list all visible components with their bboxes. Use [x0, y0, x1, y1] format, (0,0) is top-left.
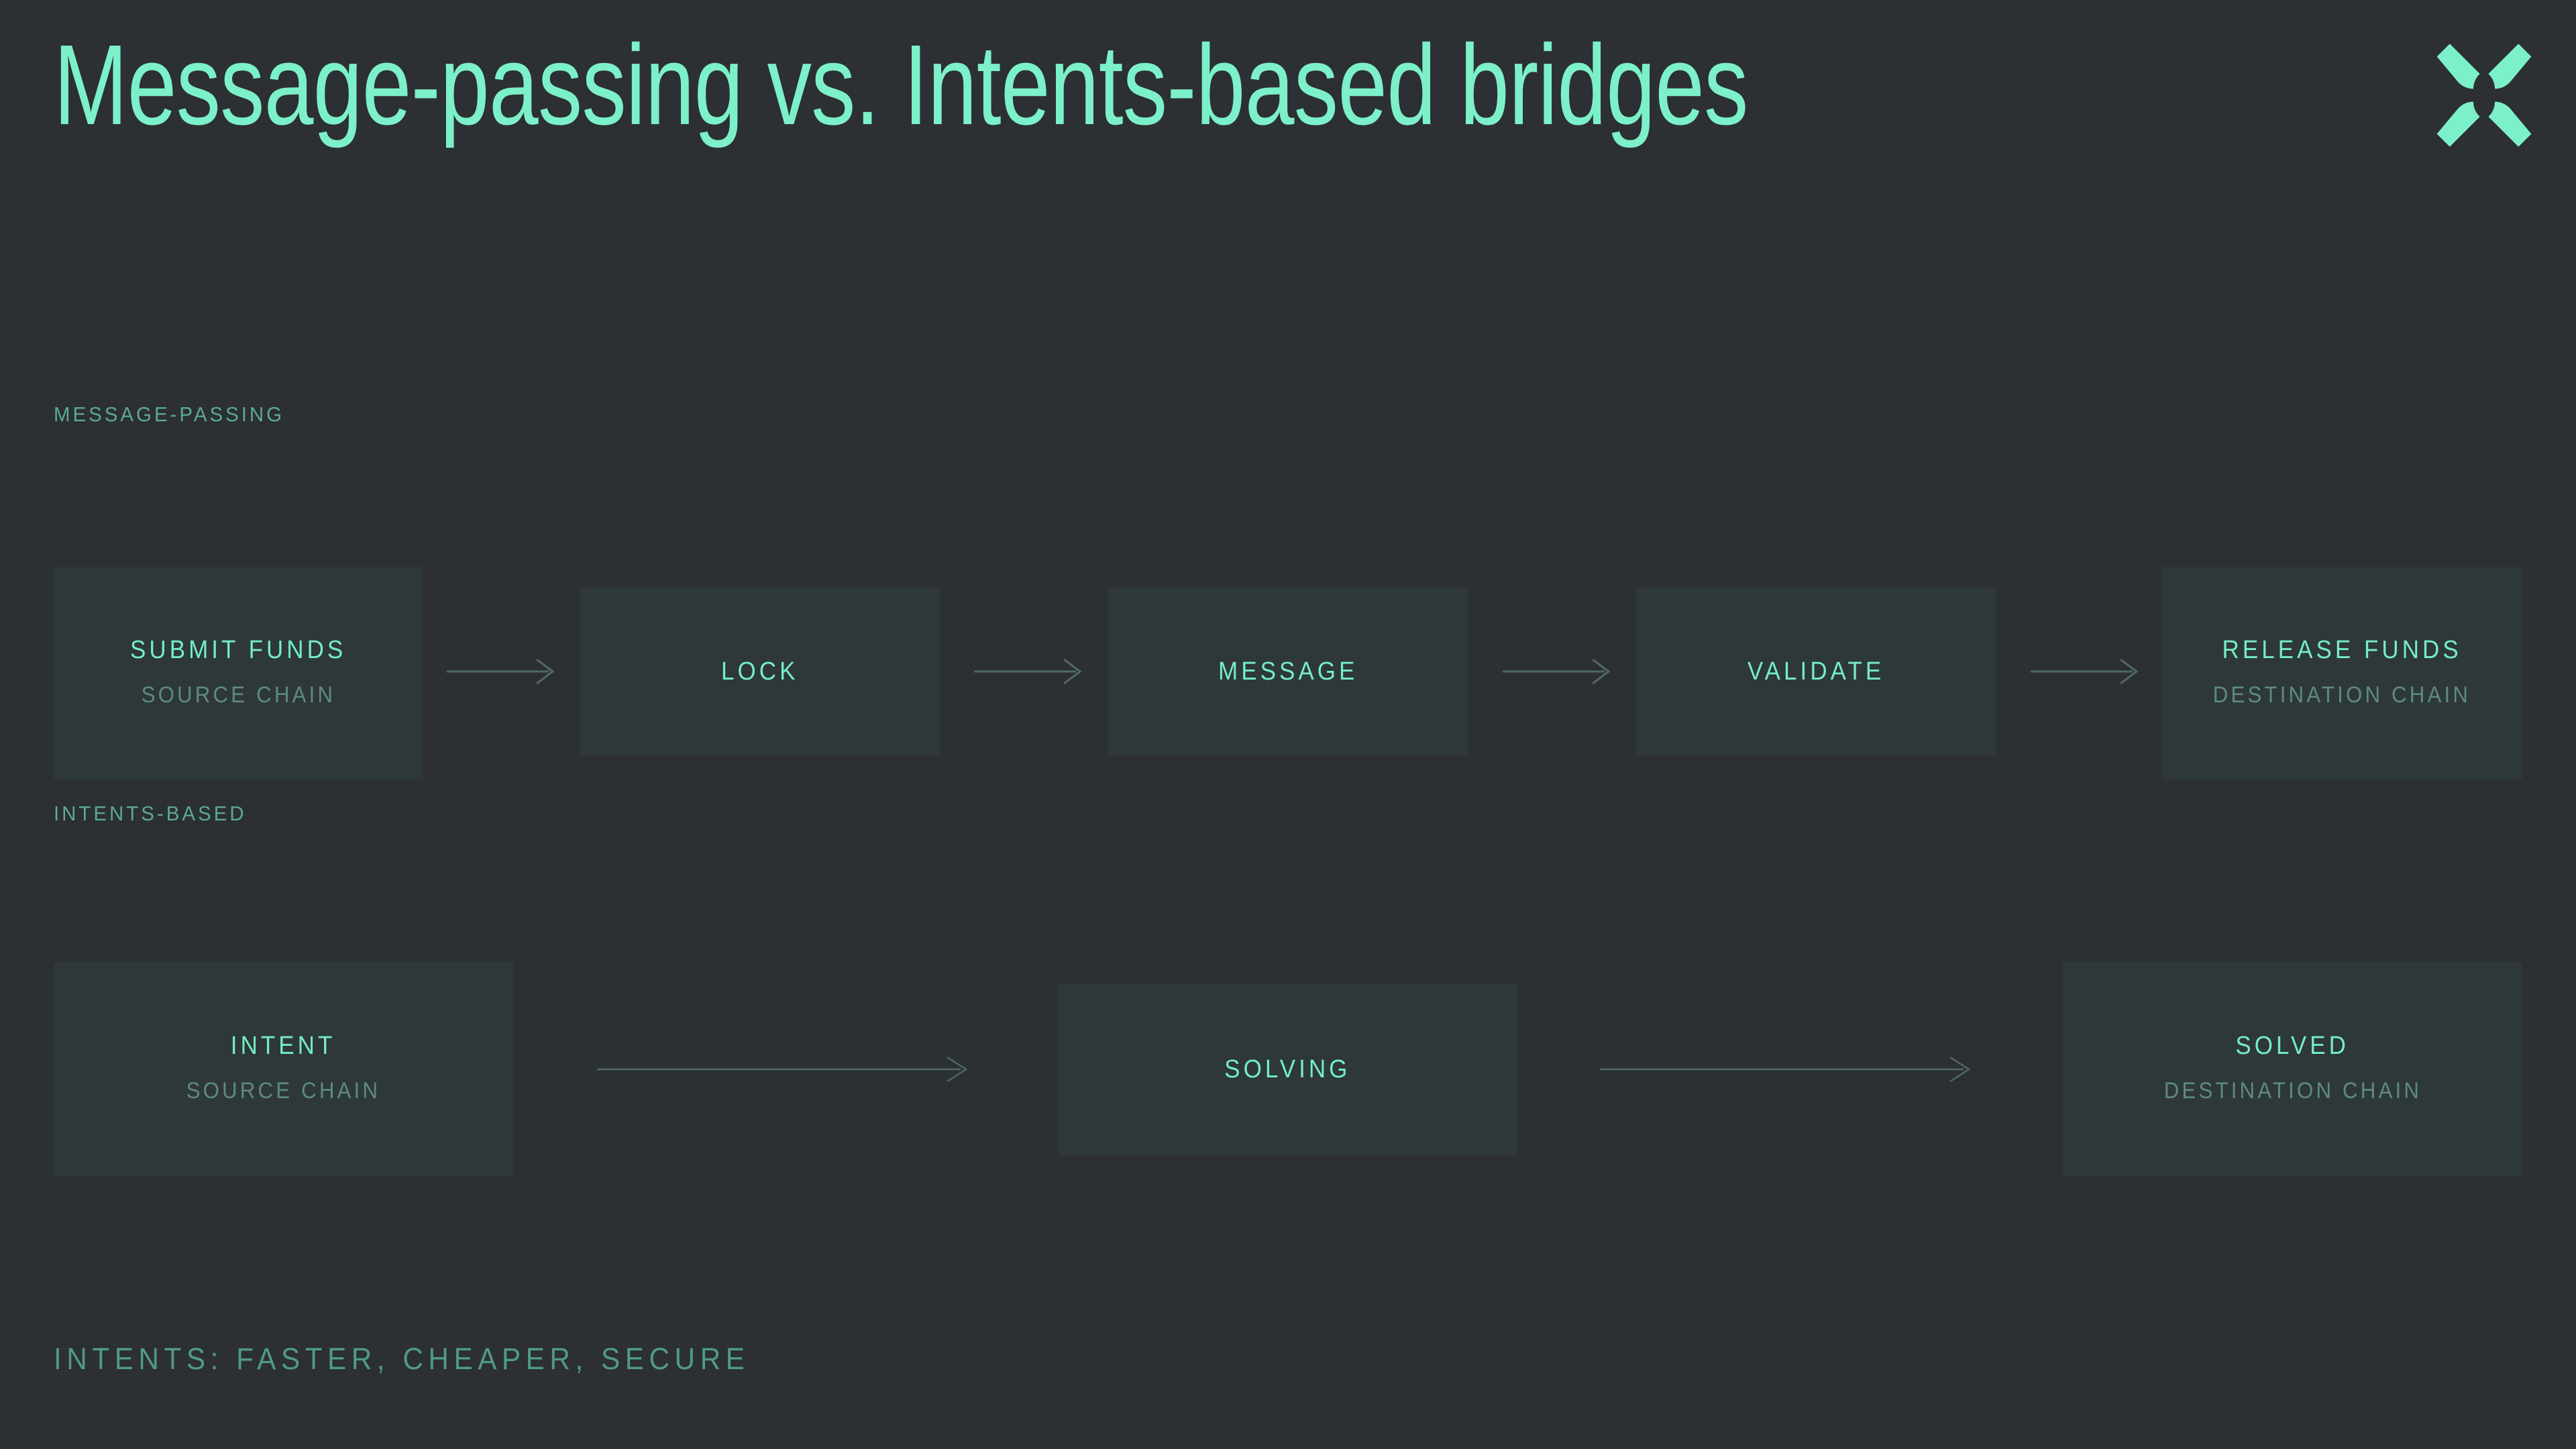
flow-node-subtitle: DESTINATION CHAIN [2163, 1078, 2422, 1104]
flow-node-lock[interactable]: LOCK [580, 587, 940, 756]
page-title: Message-passing vs. Intents-based bridge… [54, 21, 1748, 149]
flow-node-subtitle: DESTINATION CHAIN [2212, 682, 2471, 708]
flow-node-solving[interactable]: SOLVING [1058, 983, 1517, 1155]
footer-tagline: INTENTS: FASTER, CHEAPER, SECURE [54, 1342, 750, 1376]
flow-section-intents-based: INTENTS-BASED INTENT SOURCE CHAIN SOLVIN… [0, 802, 2576, 1176]
flow-node-submit-funds[interactable]: SUBMIT FUNDS SOURCE CHAIN [54, 567, 423, 780]
flow-arrow-icon [2031, 651, 2145, 692]
flow-node-title: SOLVED [2235, 1032, 2350, 1060]
flow-arrow-icon [974, 651, 1088, 692]
flow-section-message-passing: MESSAGE-PASSING SUBMIT FUNDS SOURCE CHAI… [0, 402, 2576, 780]
flow-arrow-icon [597, 1049, 973, 1089]
flow-node-message[interactable]: MESSAGE [1108, 587, 1468, 756]
flow-row-intents-based: INTENT SOURCE CHAIN SOLVING SOLVED DESTI… [0, 872, 2576, 1194]
flow-node-title: RELEASE FUNDS [2222, 636, 2462, 664]
page-header: Message-passing vs. Intents-based bridge… [0, 0, 2576, 188]
section-label-intents-based: INTENTS-BASED [54, 802, 247, 825]
flow-node-title: INTENT [231, 1032, 336, 1060]
flow-arrow-icon [447, 651, 561, 692]
flow-arrow-icon [1503, 651, 1617, 692]
flow-row-message-passing: SUBMIT FUNDS SOURCE CHAIN LOCK MESSAGE [0, 473, 2576, 795]
flow-node-title: MESSAGE [1218, 657, 1358, 686]
flow-node-subtitle: SOURCE CHAIN [186, 1078, 381, 1104]
section-label-message-passing: MESSAGE-PASSING [54, 402, 285, 426]
flow-node-solved[interactable]: SOLVED DESTINATION CHAIN [2063, 963, 2522, 1176]
flow-node-validate[interactable]: VALIDATE [1635, 587, 1996, 756]
flow-node-title: VALIDATE [1747, 657, 1885, 686]
flow-node-title: LOCK [721, 657, 799, 686]
flow-node-intent[interactable]: INTENT SOURCE CHAIN [54, 963, 513, 1176]
flow-node-subtitle: SOURCE CHAIN [141, 682, 335, 708]
flow-node-title: SUBMIT FUNDS [129, 636, 347, 664]
x-mark-logo-icon [2427, 42, 2541, 149]
flow-arrow-icon [1600, 1049, 1976, 1089]
flow-node-title: SOLVING [1224, 1055, 1351, 1083]
flow-node-release-funds[interactable]: RELEASE FUNDS DESTINATION CHAIN [2161, 567, 2522, 780]
